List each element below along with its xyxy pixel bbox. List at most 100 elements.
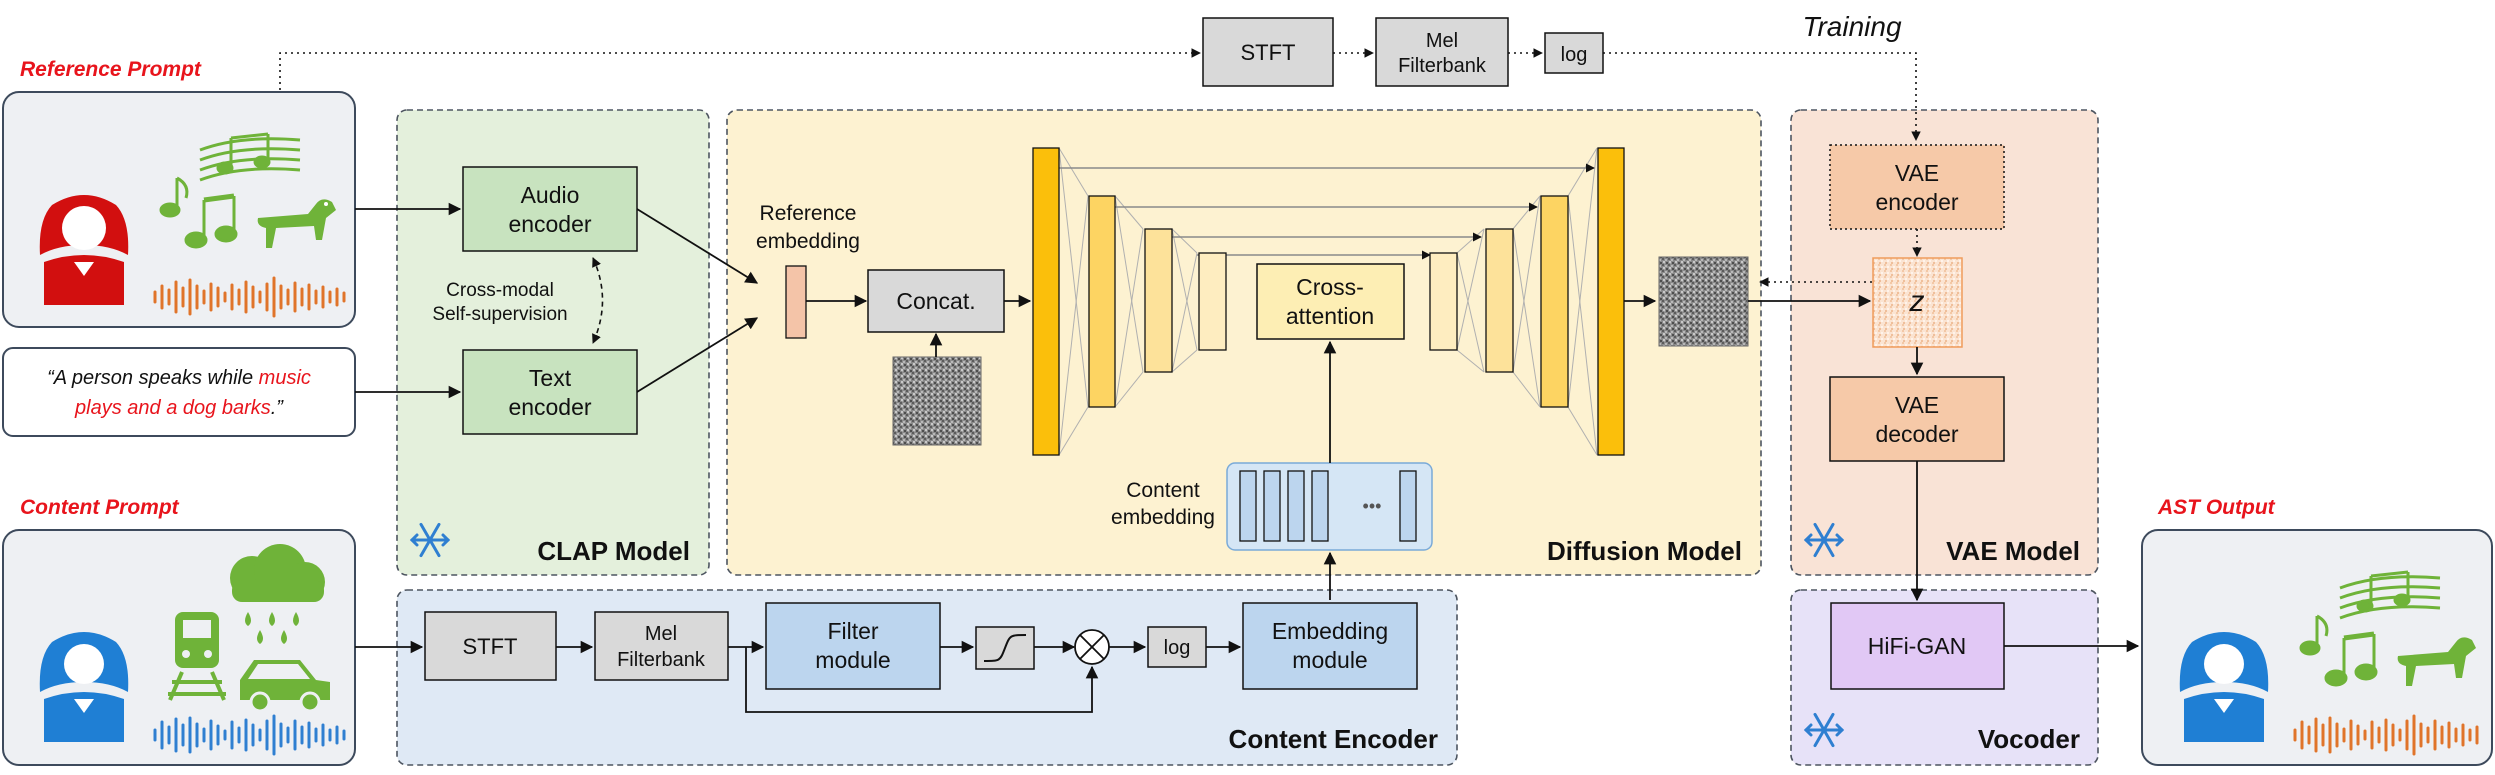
content-embedding-token bbox=[1239, 470, 1257, 542]
reference-prompt-title: Reference Prompt bbox=[20, 58, 202, 81]
waveform-icon bbox=[153, 276, 346, 318]
cross-attention-label-1: Cross- bbox=[1296, 274, 1364, 300]
vae-encoder-box bbox=[1829, 144, 2005, 230]
unet bbox=[1032, 147, 1625, 456]
top-log-box bbox=[1544, 32, 1604, 74]
audio-encoder-box bbox=[462, 166, 638, 252]
filter-module-label-1: Filter bbox=[827, 618, 878, 644]
concat-label: Concat. bbox=[896, 288, 975, 314]
diffusion-model-title: Diffusion Model bbox=[1547, 536, 1742, 566]
text-encoder-label-1: Text bbox=[529, 365, 572, 391]
content-embedding-label-2: embedding bbox=[1111, 506, 1215, 529]
training-label: Training bbox=[1802, 11, 1902, 42]
vocoder-title: Vocoder bbox=[1978, 724, 2080, 754]
content-prompt-title: Content Prompt bbox=[20, 496, 180, 519]
vae-decoder-label-1: VAE bbox=[1895, 392, 1939, 418]
top-log-label: log bbox=[1561, 44, 1588, 66]
concat-box bbox=[867, 269, 1005, 333]
embedding-module-label-2: module bbox=[1292, 647, 1367, 673]
unet-layer bbox=[1540, 195, 1569, 408]
train-icon bbox=[168, 612, 226, 701]
snowflake-icon bbox=[409, 522, 451, 558]
ce-log-label: log bbox=[1164, 637, 1191, 659]
hifigan-label: HiFi-GAN bbox=[1868, 633, 1966, 659]
latent-z-label: z bbox=[1909, 285, 1925, 318]
hifigan-box bbox=[1830, 602, 2005, 690]
ce-stft-box bbox=[424, 611, 557, 681]
unet-layer bbox=[1597, 147, 1625, 456]
cross-modal-arrow bbox=[592, 257, 604, 344]
vae-model-title: VAE Model bbox=[1946, 536, 2080, 566]
arrow-audio-encoder-to-ref-emb bbox=[636, 208, 759, 284]
embedding-module-label-1: Embedding bbox=[1272, 618, 1388, 644]
diffusion-output-noise-icon bbox=[1658, 256, 1749, 347]
content-embedding-label-1: Content bbox=[1126, 479, 1200, 502]
audio-encoder-label-1: Audio bbox=[521, 182, 580, 208]
training-path bbox=[279, 48, 1201, 90]
vae-decoder-label-2: decoder bbox=[1875, 421, 1958, 447]
ce-log-box bbox=[1147, 626, 1207, 668]
cross-modal-label-1: Cross-modal bbox=[446, 280, 554, 301]
waveform-icon bbox=[153, 714, 346, 756]
ce-stft-label: STFT bbox=[463, 634, 518, 659]
music-notes-icon bbox=[2299, 570, 2441, 687]
cross-attention-label-2: attention bbox=[1286, 303, 1374, 329]
embedding-module-box bbox=[1242, 602, 1418, 690]
vae-encoder-label-2: encoder bbox=[1875, 189, 1958, 215]
car-icon bbox=[240, 660, 330, 713]
snowflake-icon bbox=[1803, 712, 1845, 748]
text-prompt-open: “A person speaks while bbox=[47, 367, 259, 389]
sigmoid-icon bbox=[983, 634, 1027, 662]
dog-icon bbox=[2397, 637, 2476, 686]
filter-module-box bbox=[765, 602, 941, 690]
person-icon bbox=[2179, 632, 2269, 742]
arrow-log-to-vae bbox=[1603, 52, 1921, 141]
vae-encoder-label-1: VAE bbox=[1895, 160, 1939, 186]
text-encoder-label-2: encoder bbox=[508, 394, 591, 420]
text-prompt-close: .” bbox=[271, 397, 285, 419]
snowflake-icon bbox=[1803, 522, 1845, 558]
clap-model-title: CLAP Model bbox=[537, 536, 690, 566]
content-embedding-token bbox=[1263, 470, 1281, 542]
noise-image-icon bbox=[892, 356, 982, 446]
text-prompt-line-2: plays and a dog barks.” bbox=[74, 397, 284, 419]
top-mel-label-2: Filterbank bbox=[1398, 55, 1487, 77]
top-mel-box bbox=[1375, 17, 1509, 87]
ce-mel-box bbox=[594, 611, 729, 681]
multiply-icon bbox=[1074, 629, 1110, 665]
content-encoder-title: Content Encoder bbox=[1229, 724, 1438, 754]
ce-mel-label-1: Mel bbox=[645, 623, 677, 645]
text-prompt-line-1: “A person speaks while music bbox=[47, 367, 311, 389]
content-embedding-token bbox=[1311, 470, 1329, 542]
unet-layer bbox=[1429, 252, 1458, 351]
dog-icon bbox=[257, 199, 336, 248]
top-stft-box bbox=[1202, 17, 1334, 87]
person-icon bbox=[39, 632, 129, 742]
person-icon bbox=[39, 195, 129, 305]
diffusion-model-region bbox=[726, 109, 1762, 576]
audio-encoder-label-2: encoder bbox=[508, 211, 591, 237]
unet-layer bbox=[1088, 195, 1116, 408]
ce-mel-label-2: Filterbank bbox=[617, 649, 706, 671]
reference-embedding-bar bbox=[785, 265, 807, 339]
content-embedding-token bbox=[1287, 470, 1305, 542]
rain-cloud-icon bbox=[230, 544, 325, 644]
text-encoder-box bbox=[462, 349, 638, 435]
cross-modal-label-2: Self-supervision bbox=[432, 304, 567, 325]
content-embedding-token bbox=[1399, 470, 1417, 542]
unet-layer bbox=[1198, 252, 1227, 351]
top-mel-label-1: Mel bbox=[1426, 30, 1458, 52]
reference-embedding-label-2: embedding bbox=[756, 230, 860, 253]
content-embedding-ellipsis: ••• bbox=[1363, 496, 1382, 516]
reference-embedding-label-1: Reference bbox=[760, 202, 857, 225]
vae-decoder-box bbox=[1829, 376, 2005, 462]
text-prompt-highlight-2: plays and a dog barks bbox=[74, 397, 271, 419]
unet-layer bbox=[1032, 147, 1060, 456]
skip-mel-to-multiply bbox=[745, 647, 1099, 713]
top-stft-label: STFT bbox=[1241, 40, 1296, 65]
text-prompt-highlight-1: music bbox=[259, 367, 311, 389]
waveform-icon bbox=[2293, 714, 2479, 756]
music-notes-icon bbox=[159, 132, 301, 249]
arrow-text-encoder-to-ref-emb bbox=[636, 317, 759, 393]
